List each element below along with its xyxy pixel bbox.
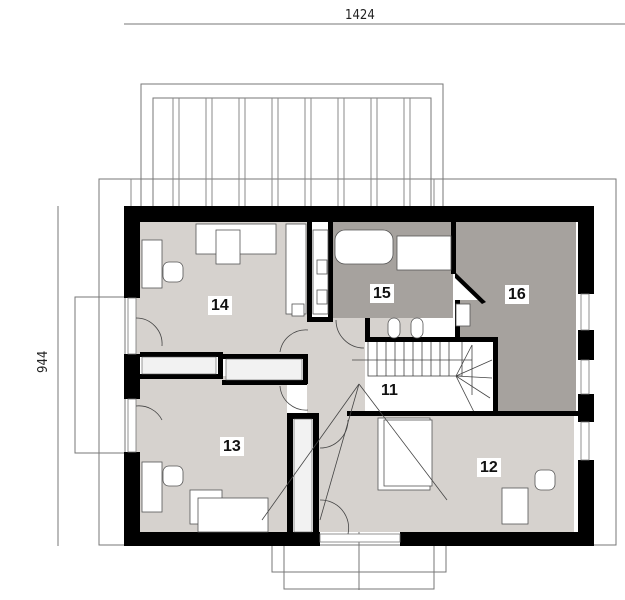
room-label-13: 13 [220,437,244,456]
door-swings [135,317,448,535]
radiators [141,356,313,533]
height-dimension-label: 944 [36,350,51,373]
room-label-12: 12 [477,458,501,477]
room-label-16: 16 [505,285,529,304]
width-dimension-label: 1424 [345,8,375,23]
walls [124,206,594,546]
furniture [141,223,556,533]
windows [127,293,590,543]
roof-ribs [130,98,435,208]
dimension-lines [57,23,625,546]
room-label-14: 14 [208,296,232,315]
room-label-11: 11 [378,381,401,400]
staircase [352,340,493,413]
left-balcony [74,296,126,454]
room-label-15: 15 [370,284,394,303]
